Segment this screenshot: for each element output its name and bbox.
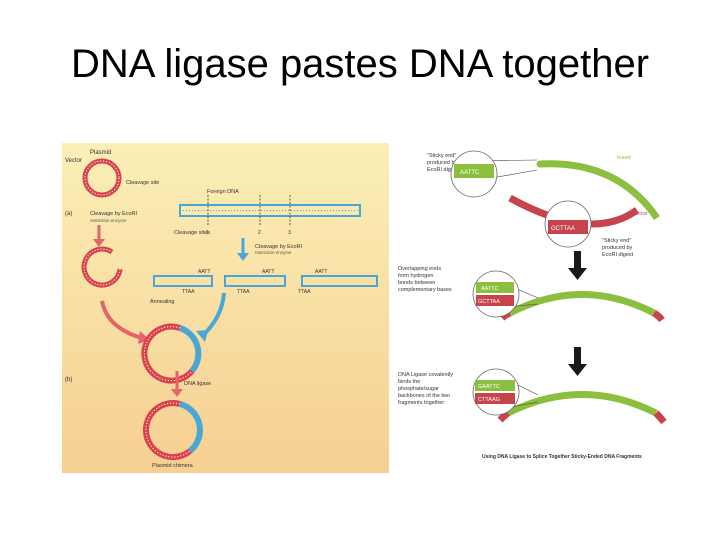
label-seq-bottom-2: TTAA	[237, 289, 250, 295]
label-site-2: 2	[258, 230, 261, 236]
arrow-annealing-right-head	[196, 330, 208, 342]
label-overlap-1: Overlapping ends	[398, 266, 441, 272]
vector-end-left-3	[497, 410, 511, 423]
label-vector: Vector	[632, 211, 648, 217]
label-overlap-4: complementary bases	[398, 287, 452, 293]
label-site-3: 3	[288, 230, 291, 236]
label-part-b: (b)	[65, 377, 72, 383]
insert-end-marker	[536, 160, 544, 168]
label-sticky-end-2: "Sticky end"	[602, 238, 631, 244]
label-plasmid-chimera: Plasmid chimera	[152, 463, 194, 469]
label-seq-bottom-3: TTAA	[298, 289, 311, 295]
recombinant-dna-figure: Plasmid Vector Cleavage site (a) Cleavag…	[62, 143, 389, 473]
label-vector: Vector	[65, 158, 82, 164]
zoom-sticky-end-1: AATTC	[450, 150, 498, 198]
label-ligase-1: DNA Ligase covalently	[398, 372, 453, 378]
arrow-down-3	[171, 371, 183, 397]
label-seq-top-2: AATT	[262, 269, 274, 275]
arrow-down-1	[93, 225, 105, 247]
label-seq-bottom-1: TTAA	[182, 289, 195, 295]
zoom-ligated: GAATTC CTTAAG	[472, 368, 520, 416]
label-site-1: 1	[206, 230, 209, 236]
seq-bottom-2: GCTTAA	[478, 299, 500, 305]
plasmid-chimera	[142, 400, 203, 461]
label-ligase-2: binds the	[398, 379, 420, 385]
sticky-end-svg: "Sticky end" produced by EcoRI digest In…	[392, 148, 687, 468]
insert-arc-2	[508, 291, 656, 317]
figure-caption: Using DNA Ligase to Splice Together Stic…	[482, 454, 642, 460]
zoom-sticky-end-2: GCTTAA	[544, 200, 592, 248]
label-produced-by-1: produced by	[427, 160, 458, 166]
label-plasmid: Plasmid	[90, 150, 111, 156]
label-cleavage-ecori-2: Cleavage by EcoRI	[255, 244, 303, 250]
seq-bottom-joined: CTTAAG	[478, 397, 500, 403]
plasmid-cut	[81, 246, 123, 288]
label-overlap-3: bonds between	[398, 280, 435, 286]
vector-end-right-3	[653, 410, 667, 425]
label-ligase-5: fragments together	[398, 400, 444, 406]
arrow-annealing-left	[100, 300, 143, 340]
arrow-down-stage-2	[568, 251, 587, 280]
vector-end-right-2	[652, 309, 665, 323]
label-ligase-3: phosphate/sugar	[398, 386, 439, 392]
label-part-a: (a)	[65, 211, 72, 217]
label-foreign-dna: Foreign DNA	[207, 189, 239, 195]
arrow-down-stage-3	[568, 347, 587, 376]
recombinant-dna-svg: Plasmid Vector Cleavage site (a) Cleavag…	[62, 143, 389, 473]
label-ecori-digest-2: EcoRI digest	[602, 252, 634, 258]
label-insert: Insert	[617, 155, 631, 161]
label-dna-ligase: DNA ligase	[184, 381, 211, 387]
seq-top-joined: GAATTC	[478, 384, 500, 390]
label-sticky-end-1: "Sticky end"	[427, 153, 456, 159]
label-cleavage-site: Cleavage site	[126, 180, 159, 186]
zoom-overlap: AATTC GCTTAA	[472, 270, 520, 318]
label-ecori-sub: restriction enzyme	[90, 218, 127, 223]
label-annealing: Annealing	[150, 299, 174, 305]
label-cleavage-sites: Cleavage sites	[174, 230, 210, 236]
label-produced-by-2: produced by	[602, 245, 633, 251]
label-ecori-sub-2: restriction enzyme	[255, 250, 292, 255]
label-seq-top-3: AATT	[315, 269, 327, 275]
insert-arc-3	[506, 391, 658, 417]
insert-arc-1	[539, 160, 660, 220]
foreign-dna-fragments	[153, 275, 378, 287]
label-ligase-4: backbones of the two	[398, 393, 450, 399]
label-cleavage-ecori: Cleavage by EcoRI	[90, 211, 138, 217]
arrow-down-2	[237, 238, 249, 261]
foreign-dna-strand	[179, 195, 361, 226]
slide-title: DNA ligase pastes DNA together	[70, 42, 650, 86]
seq-bottom-1: GCTTAA	[551, 226, 575, 232]
plasmid-1	[82, 158, 122, 198]
seq-top-2: AATTC	[481, 286, 499, 292]
figure-background	[62, 143, 389, 473]
sticky-end-ligation-figure: "Sticky end" produced by EcoRI digest In…	[392, 148, 687, 468]
label-seq-top-1: AATT	[198, 269, 210, 275]
seq-top-1: AATTC	[460, 170, 480, 176]
label-ecori-digest-1: EcoRI digest	[427, 167, 459, 173]
label-overlap-2: form hydrogen	[398, 273, 433, 279]
